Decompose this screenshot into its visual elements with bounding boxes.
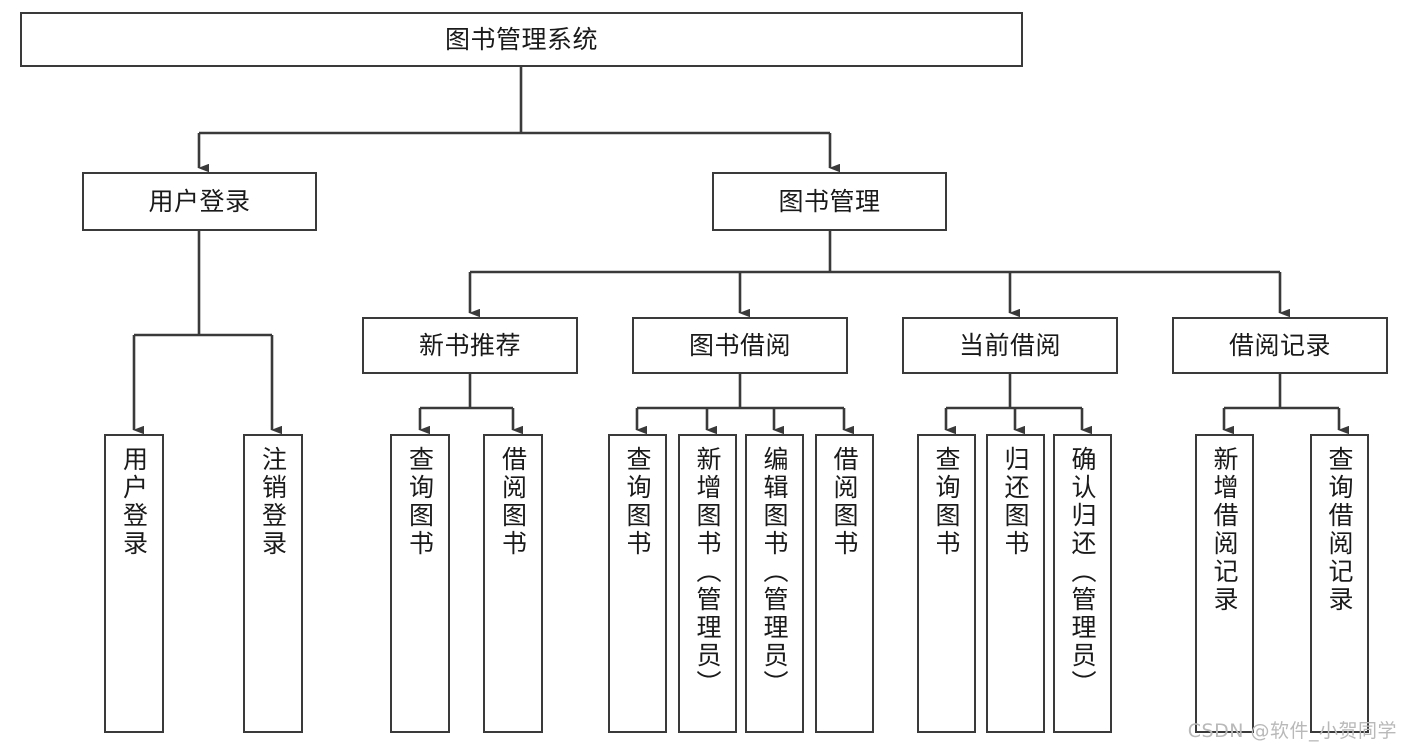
leaf-label: 用户登录 xyxy=(119,446,149,558)
leaf-query-borrow-record[interactable]: 查询借阅记录 xyxy=(1310,434,1369,733)
leaf-label: 查询借阅记录 xyxy=(1325,446,1354,614)
leaf-query-book-borrow[interactable]: 查询图书 xyxy=(608,434,667,733)
node-label: 借阅记录 xyxy=(1228,330,1331,360)
leaf-label: 借阅图书 xyxy=(830,446,859,558)
leaf-borrow-book[interactable]: 借阅图书 xyxy=(815,434,874,733)
leaf-user-login[interactable]: 用户登录 xyxy=(104,434,164,733)
leaf-label: 注销登录 xyxy=(258,446,288,558)
node-root-library-system[interactable]: 图书管理系统 xyxy=(20,12,1023,67)
node-label: 图书管理系统 xyxy=(444,24,598,54)
node-book-management[interactable]: 图书管理 xyxy=(712,172,947,231)
leaf-label: 编辑图书（管理员） xyxy=(760,446,789,698)
node-borrow-record[interactable]: 借阅记录 xyxy=(1172,317,1388,374)
leaf-label: 借阅图书 xyxy=(498,446,528,558)
leaf-add-borrow-record[interactable]: 新增借阅记录 xyxy=(1195,434,1254,733)
leaf-label: 归还图书 xyxy=(1001,446,1030,558)
leaf-label: 新增借阅记录 xyxy=(1210,446,1239,614)
node-book-borrow[interactable]: 图书借阅 xyxy=(632,317,848,374)
node-new-book-recommend[interactable]: 新书推荐 xyxy=(362,317,578,374)
leaf-return-book[interactable]: 归还图书 xyxy=(986,434,1045,733)
watermark-text: CSDN @软件_小贺同学 xyxy=(1187,720,1397,742)
leaf-label: 查询图书 xyxy=(405,446,435,558)
node-current-borrow[interactable]: 当前借阅 xyxy=(902,317,1118,374)
leaf-query-book-recommend[interactable]: 查询图书 xyxy=(390,434,450,733)
leaf-query-book-current[interactable]: 查询图书 xyxy=(917,434,976,733)
leaf-borrow-book-recommend[interactable]: 借阅图书 xyxy=(483,434,543,733)
node-label: 用户登录 xyxy=(148,186,251,216)
leaf-label: 查询图书 xyxy=(623,446,652,558)
leaf-edit-book-admin[interactable]: 编辑图书（管理员） xyxy=(745,434,804,733)
node-label: 新书推荐 xyxy=(418,330,521,360)
leaf-add-book-admin[interactable]: 新增图书（管理员） xyxy=(678,434,737,733)
leaf-label: 查询图书 xyxy=(932,446,961,558)
node-user-login[interactable]: 用户登录 xyxy=(82,172,317,231)
leaf-logout[interactable]: 注销登录 xyxy=(243,434,303,733)
leaf-label: 确认归还（管理员） xyxy=(1068,446,1097,698)
node-label: 图书管理 xyxy=(778,186,881,216)
leaf-label: 新增图书（管理员） xyxy=(693,446,722,698)
leaf-confirm-return-admin[interactable]: 确认归还（管理员） xyxy=(1053,434,1112,733)
node-label: 图书借阅 xyxy=(688,330,791,360)
node-label: 当前借阅 xyxy=(958,330,1061,360)
